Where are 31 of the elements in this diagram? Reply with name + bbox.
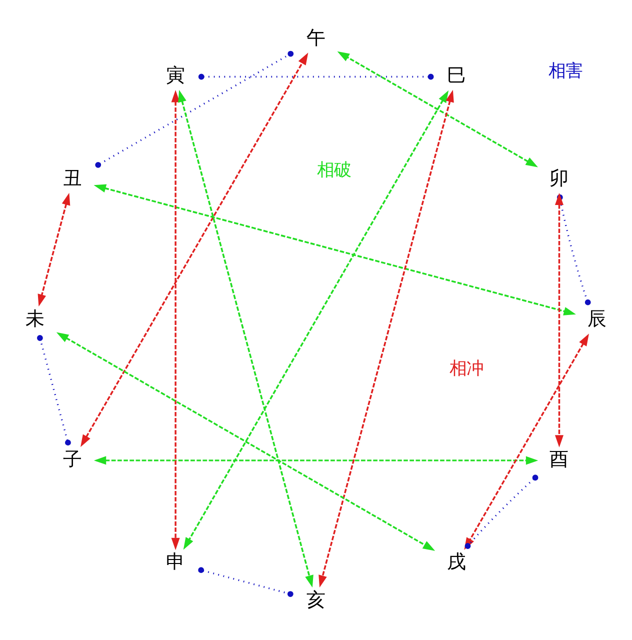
arrow	[80, 52, 308, 447]
arrow	[94, 456, 538, 465]
arrow	[318, 90, 454, 588]
arrow	[56, 332, 436, 551]
arrow	[178, 90, 314, 588]
arrow	[94, 184, 576, 316]
node-text: 辰	[587, 306, 606, 330]
connector	[198, 567, 294, 597]
connector	[95, 50, 294, 168]
legend-label: 相冲	[449, 358, 484, 379]
arrow	[38, 192, 70, 307]
node-text: 亥	[306, 588, 326, 611]
arrow	[171, 90, 180, 550]
node-text: 午	[306, 26, 326, 49]
connector	[37, 335, 71, 446]
arrow	[183, 90, 449, 550]
node-text: 子	[63, 447, 82, 470]
connector	[198, 74, 434, 80]
node-text: 申	[166, 550, 186, 574]
node-text: 戌	[446, 550, 466, 574]
node-text: 丑	[63, 166, 82, 190]
arrow	[337, 51, 538, 168]
node-text: 卯	[550, 166, 569, 190]
node-text: 寅	[166, 64, 186, 87]
node-text: 未	[26, 306, 45, 330]
node-text: 巳	[446, 64, 466, 87]
arrow	[464, 334, 589, 550]
legend-label: 相害	[548, 62, 582, 82]
legend-label: 相破	[317, 160, 352, 181]
node-text: 酉	[550, 447, 569, 470]
connector	[464, 474, 538, 549]
